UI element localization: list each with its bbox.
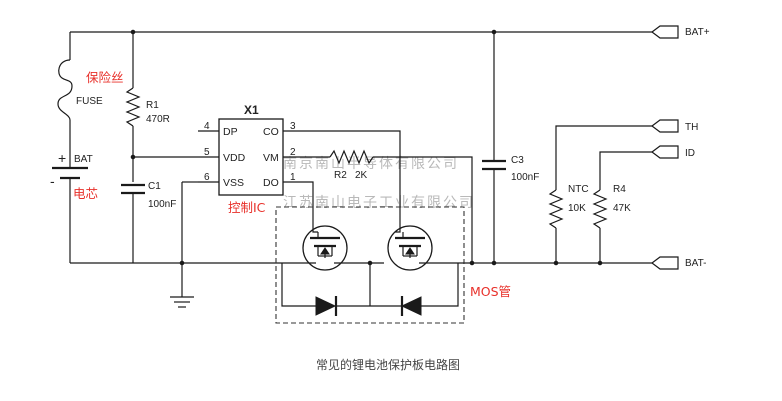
fuse-label: FUSE xyxy=(76,96,103,107)
ground-symbol xyxy=(170,181,198,308)
c3-symbol xyxy=(482,29,506,266)
ntc-value: 10K xyxy=(568,203,586,214)
ic-pin5-name: VDD xyxy=(223,152,246,164)
battery-note: 电芯 xyxy=(73,186,98,201)
battery-minus: - xyxy=(50,173,55,189)
terminal-bat-minus xyxy=(651,256,679,270)
ic-pin4-name: DP xyxy=(223,126,238,138)
fuse-note: 保险丝 xyxy=(86,70,124,85)
r1-symbol xyxy=(125,29,141,182)
r1-label: R1 xyxy=(146,100,159,111)
r2-label: R2 xyxy=(334,170,347,181)
battery-label: BAT xyxy=(74,154,93,165)
ic-note: 控制IC xyxy=(228,200,266,215)
c1-label: C1 xyxy=(148,181,161,192)
ic-pin2-num: 2 xyxy=(290,147,296,158)
fuse-symbol xyxy=(57,32,73,168)
ntc-symbol xyxy=(548,125,652,266)
diagram-caption: 常见的锂电池保护板电路图 xyxy=(316,357,460,372)
r2-value: 2K xyxy=(355,170,368,181)
ic-pin5-num: 5 xyxy=(204,147,210,158)
r4-symbol xyxy=(592,151,652,266)
ic-pin1-name: DO xyxy=(263,177,279,189)
r4-value: 47K xyxy=(613,203,631,214)
terminal-bat-plus-label: BAT+ xyxy=(685,27,710,38)
terminal-bat-minus-label: BAT- xyxy=(685,258,706,269)
r1-value: 470R xyxy=(146,114,170,125)
c3-label: C3 xyxy=(511,155,524,166)
ic-pin4-num: 4 xyxy=(204,121,210,132)
ic-pin6-name: VSS xyxy=(223,177,244,189)
terminal-id-label: ID xyxy=(685,148,695,159)
battery-plus: + xyxy=(58,150,66,166)
c1-symbol xyxy=(121,183,145,263)
ic-x1 xyxy=(198,118,306,196)
mosfet-1 xyxy=(282,225,384,271)
r2-symbol xyxy=(306,149,475,266)
diode-1 xyxy=(281,263,371,316)
mos-note: MOS管 xyxy=(470,284,511,299)
ic-title: X1 xyxy=(244,103,259,117)
diode-2 xyxy=(370,263,459,316)
terminal-id xyxy=(651,145,679,159)
ic-pin2-name: VM xyxy=(263,152,279,164)
terminal-bat-plus xyxy=(651,25,679,39)
ic-pin3-name: CO xyxy=(263,126,279,138)
watermark-1: 南京南山半导体有限公司 xyxy=(283,156,459,172)
ic-pin6-num: 6 xyxy=(204,172,210,183)
terminal-th-label: TH xyxy=(685,122,698,133)
c3-value: 100nF xyxy=(511,172,539,183)
r4-label: R4 xyxy=(613,184,626,195)
c1-value: 100nF xyxy=(148,199,176,210)
battery-symbol xyxy=(52,166,88,263)
watermark-2: 江苏南山电子工业有限公司 xyxy=(283,195,475,211)
terminal-th xyxy=(651,119,679,133)
ntc-label: NTC xyxy=(568,184,589,195)
co-gate-wire xyxy=(306,130,401,233)
ic-pin1-num: 1 xyxy=(290,172,296,183)
ic-pin3-num: 3 xyxy=(290,121,296,132)
mosfet-2 xyxy=(387,225,464,271)
